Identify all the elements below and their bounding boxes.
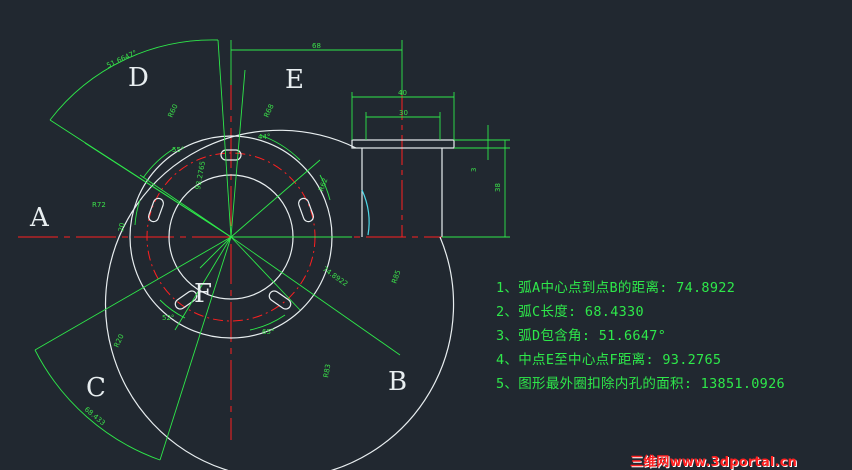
label-point-a: A [29, 203, 50, 233]
site-watermark: 三维网www.3dportal.cn [630, 455, 798, 470]
dim-r72: R72 [92, 201, 106, 209]
dim-20: 20 [117, 222, 126, 232]
dim-r20-left: R20 [113, 333, 126, 349]
dim-angle-52: 52° [162, 314, 174, 322]
dim-r62: R62 [317, 177, 329, 193]
slot-hole-top [220, 149, 242, 161]
outer-volute-contour [104, 129, 455, 470]
dim-width-40: 40 [398, 89, 407, 97]
dim-93: 93.2765 [194, 160, 207, 190]
note-line-3: 3、弧D包含角: 51.6647° [496, 328, 667, 344]
label-point-d: D [128, 63, 149, 93]
slot-hole-right [298, 197, 314, 223]
note-line-2: 2、弧C长度: 68.4330 [496, 304, 644, 320]
outlet-cyan-arc [361, 189, 370, 236]
dim-height-38: 38 [494, 183, 502, 192]
dim-r68: R68 [263, 103, 276, 119]
dim-top-width: 68 [312, 42, 321, 50]
dim-width-30: 30 [399, 109, 408, 117]
dim-r60: R60 [167, 103, 180, 119]
note-line-4: 4、中点E至中心点F距离: 93.2765 [496, 352, 722, 368]
dim-angle-44: 44° [258, 133, 270, 141]
dim-angle-55: 55° [172, 146, 184, 154]
label-point-e: E [285, 65, 304, 95]
label-point-f: F [194, 279, 212, 309]
label-point-c: C [86, 373, 106, 403]
dim-r83: R83 [322, 363, 332, 378]
dim-r85: R85 [390, 269, 402, 285]
dim-height-3: 3 [470, 168, 478, 172]
flange-plate [351, 139, 455, 149]
label-point-b: B [388, 367, 407, 397]
slot-hole-lower-right [268, 290, 292, 310]
slot-hole-lower-left [174, 290, 198, 310]
note-line-5: 5、图形最外圈扣除内孔的面积: 13851.0926 [496, 376, 785, 392]
note-line-1: 1、弧A中心点到点B的距离: 74.8922 [496, 280, 736, 296]
dim-distance-ab: 74.8922 [321, 265, 349, 288]
slot-hole-left [148, 197, 164, 223]
dim-angle-65: 65° [262, 328, 274, 336]
